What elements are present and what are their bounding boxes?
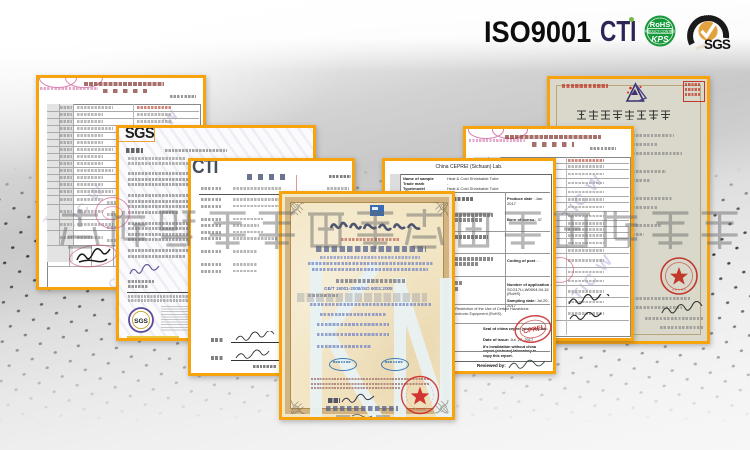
svg-text:360-KMA8276: 360-KMA8276 (409, 408, 431, 412)
svg-text:CPREI: CPREI (523, 324, 544, 335)
svg-text:PRODUCT CONTROL: PRODUCT CONTROL (644, 29, 676, 33)
svg-text:RoHS: RoHS (650, 20, 670, 29)
svg-text:KPS: KPS (651, 34, 669, 44)
svg-text:SGS: SGS (134, 318, 148, 325)
svg-text:* * * * *: * * * * * (672, 288, 686, 293)
svg-text:M E T A C E R T I F I C A D A: M E T A C E R T I F I C A D A (686, 13, 731, 17)
svg-text:certified: certified (695, 41, 712, 51)
